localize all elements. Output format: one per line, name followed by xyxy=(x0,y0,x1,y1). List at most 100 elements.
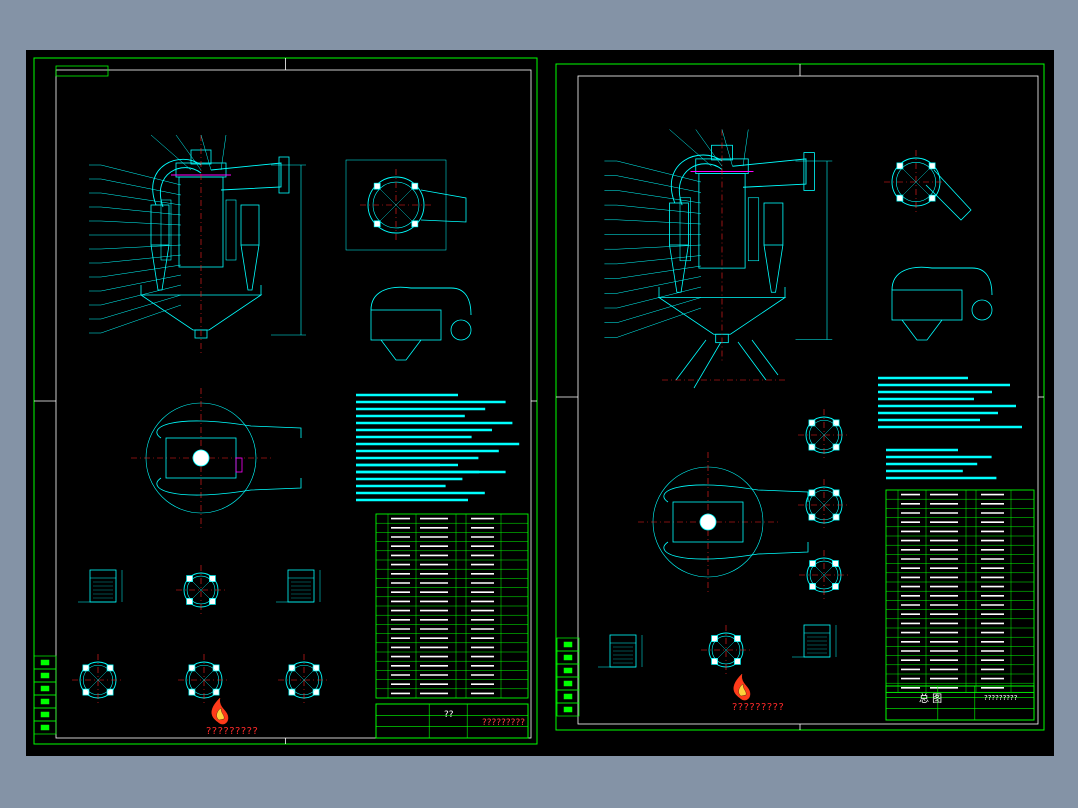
right-cyclone-cyclone-inner xyxy=(679,197,691,262)
left-flange-view-bolt xyxy=(373,182,381,190)
left-binding-mark xyxy=(40,659,50,666)
left-section-d-bolt xyxy=(106,664,114,672)
left-binding-cell xyxy=(33,720,57,735)
right-cyclone-leader-line xyxy=(616,276,702,294)
right-section-h-hatch xyxy=(813,494,835,516)
left-cyclone-leader-line xyxy=(100,304,182,334)
left-logo-caption: ????????? xyxy=(206,726,259,737)
left-section-d-bolt xyxy=(106,688,114,696)
right-section-g-bolt xyxy=(808,419,816,427)
left-unit-plan-duct-top xyxy=(156,420,302,439)
right-cyclone-cyclone-inner xyxy=(747,197,760,262)
left-title-center: ?? xyxy=(444,710,454,720)
left-binding-mark xyxy=(40,698,50,705)
right-cyclone-leader-line xyxy=(616,255,702,265)
left-section-b-bolt xyxy=(186,575,193,582)
right-cyclone-leader-line xyxy=(616,160,702,183)
right-cyclone-cyclone-cylinder xyxy=(669,202,689,246)
right-section-i-bolt xyxy=(809,583,816,590)
right-title-right: ????????? xyxy=(984,694,1018,702)
right-cyclone-hopper xyxy=(657,297,787,335)
left-cyclone-leader-line xyxy=(100,244,182,250)
right-section-g-hatch xyxy=(813,424,835,446)
left-section-e-bolt xyxy=(188,688,196,696)
left-binding-mark xyxy=(40,711,50,718)
left-cyclone-leader-line xyxy=(200,134,212,171)
right-flange-view-hatch xyxy=(901,167,931,197)
right-cyclone-leader-line xyxy=(616,286,702,309)
right-binding-mark xyxy=(563,654,573,661)
right-section-i-inner xyxy=(809,560,839,590)
left-inner-frame xyxy=(55,69,532,739)
right-flange-view-bolt xyxy=(896,194,904,202)
right-unit-plan-body xyxy=(672,501,744,543)
right-section-h-bolt xyxy=(832,489,840,497)
left-side-view-pipe xyxy=(370,286,472,316)
left-flange-view-hatch xyxy=(379,188,413,222)
right-section-g-bolt xyxy=(808,443,816,451)
right-cyclone-leader-line xyxy=(616,204,702,214)
right-cyclone-leader-line xyxy=(616,190,702,204)
left-cyclone-leader-line xyxy=(100,220,182,226)
left-cyclone-outlet-duct xyxy=(210,162,282,191)
left-section-d-bolt xyxy=(82,664,90,672)
left-flange-view-bolt xyxy=(411,182,419,190)
left-accent-mark xyxy=(235,457,243,473)
left-title-title-frame xyxy=(375,703,529,739)
right-cyclone-leader-line xyxy=(616,219,702,225)
right-cyclone-leader-line xyxy=(669,129,712,167)
left-binding-mark xyxy=(40,685,50,692)
left-section-b-bolt xyxy=(186,598,193,605)
left-title-right: ????????? xyxy=(482,718,525,728)
right-flange-view-bolt xyxy=(928,194,936,202)
right-section-g-bolt xyxy=(832,419,840,427)
right-cyclone-leader-line xyxy=(616,265,702,279)
left-cyclone-leader-line xyxy=(100,264,182,278)
left-binding-mark xyxy=(40,672,50,679)
right-binding-mark xyxy=(563,706,573,713)
left-section-f-bolt xyxy=(312,688,320,696)
right-flange-view-inner xyxy=(896,162,936,202)
right-section-b-hatch xyxy=(715,639,737,661)
right-side-view-box xyxy=(891,289,963,321)
left-section-b-hatch xyxy=(190,579,212,601)
left-section-b-bolt xyxy=(209,575,216,582)
right-cyclone-inlet-pipe xyxy=(679,163,723,206)
left-cyclone-inlet-pipe xyxy=(160,167,202,208)
right-section-i-bolt xyxy=(832,583,839,590)
right-binding-mark xyxy=(563,693,573,700)
cad-canvas[interactable]: ????????? ?? ????????? ????????? 总 图 ???… xyxy=(26,50,1054,756)
right-cyclone-cyclone-cylinder xyxy=(763,202,784,246)
left-cyclone-leader-line xyxy=(100,178,182,196)
right-section-h-bolt xyxy=(808,513,816,521)
left-cyclone-inlet-pipe xyxy=(152,158,202,206)
right-cyclone-leader-line xyxy=(742,129,749,167)
right-cyclone-cyclone-cone xyxy=(669,244,689,293)
right-unit-plan-duct-bot xyxy=(663,541,809,560)
left-cyclone-cyclone-cylinder xyxy=(150,204,170,246)
right-section-b-bolt xyxy=(711,658,718,665)
left-unit-plan-duct-bot xyxy=(156,477,302,496)
left-logo-flame-inner xyxy=(216,707,225,721)
right-binding-mark xyxy=(563,667,573,674)
left-section-f-hatch xyxy=(293,669,315,691)
right-section-i-bolt xyxy=(809,560,816,567)
left-flange-view-bolt xyxy=(373,220,381,228)
left-cyclone-leader-line xyxy=(220,134,227,171)
right-cyclone-leader-line xyxy=(721,129,733,167)
right-cyclone-leader-line xyxy=(616,307,702,338)
right-section-b-bolt xyxy=(734,635,741,642)
left-section-e-hatch xyxy=(193,669,215,691)
right-section-b-inner xyxy=(711,635,741,665)
left-cyclone-leader-line xyxy=(100,274,182,292)
left-section-e-bolt xyxy=(188,664,196,672)
right-section-b-bolt xyxy=(734,658,741,665)
left-cyclone-outlet-flange xyxy=(278,156,290,194)
right-diagonal-pipes xyxy=(675,339,779,389)
left-section-b-bolt xyxy=(209,598,216,605)
right-inner-frame xyxy=(577,75,1039,725)
left-section-f-bolt xyxy=(288,664,296,672)
right-cyclone-inlet-pipe xyxy=(670,154,723,204)
right-title-title-frame xyxy=(885,685,1035,721)
left-cyclone-cyclone-inner xyxy=(225,199,237,261)
